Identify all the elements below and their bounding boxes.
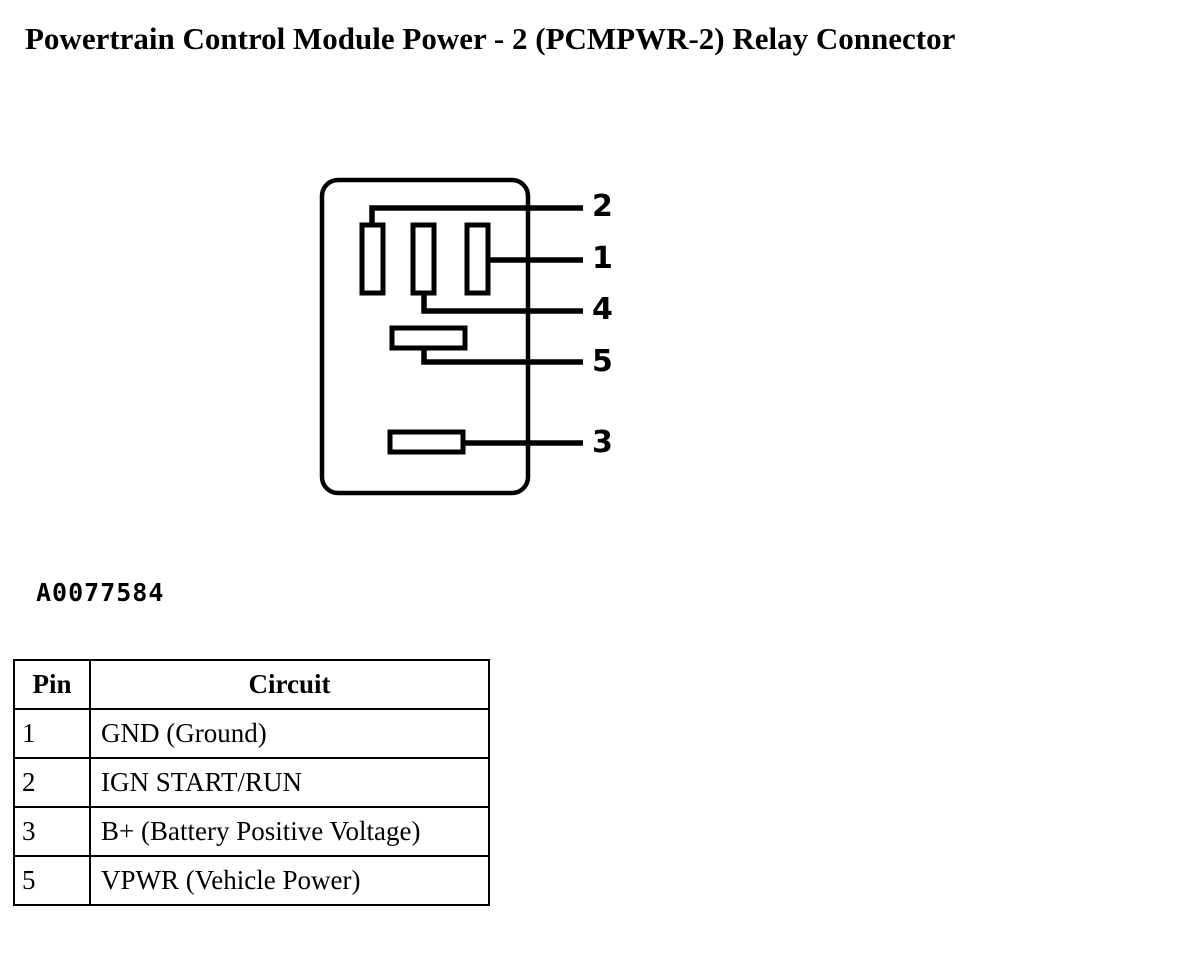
table-row: 2 IGN START/RUN — [13, 757, 490, 808]
cell-pin: 5 — [13, 855, 91, 906]
column-header-pin: Pin — [13, 659, 91, 710]
leader-line-pin-4 — [421, 292, 583, 314]
cell-circuit: B+ (Battery Positive Voltage) — [89, 806, 490, 857]
pin-callout-5: 5 — [592, 344, 613, 379]
cell-circuit: IGN START/RUN — [89, 757, 490, 808]
figure-reference-code: A0077584 — [36, 578, 165, 607]
terminal-blade-2 — [410, 222, 437, 296]
cell-circuit: VPWR (Vehicle Power) — [89, 855, 490, 906]
page-title: Powertrain Control Module Power - 2 (PCM… — [25, 21, 956, 56]
relay-connector-diagram: 2 1 4 5 3 — [0, 150, 700, 530]
terminal-blade-5 — [389, 325, 468, 351]
cell-pin: 2 — [13, 757, 91, 808]
table-row: 5 VPWR (Vehicle Power) — [13, 855, 490, 906]
terminal-blade-3-wide — [387, 429, 466, 455]
terminal-blade-1 — [359, 222, 386, 296]
cell-pin: 3 — [13, 806, 91, 857]
pin-callout-1: 1 — [592, 241, 613, 276]
terminal-blade-3 — [464, 222, 491, 296]
leader-line-pin-5 — [421, 348, 583, 365]
cell-circuit: GND (Ground) — [89, 708, 490, 759]
pin-callout-2: 2 — [592, 189, 613, 224]
pin-callout-3: 3 — [592, 425, 613, 460]
table-row: 1 GND (Ground) — [13, 708, 490, 759]
relay-body-outline — [319, 177, 531, 496]
table-row: 3 B+ (Battery Positive Voltage) — [13, 806, 490, 857]
column-header-circuit: Circuit — [89, 659, 490, 710]
pin-circuit-table: Pin Circuit 1 GND (Ground) 2 IGN START/R… — [13, 659, 490, 906]
cell-pin: 1 — [13, 708, 91, 759]
pin-callout-4: 4 — [592, 292, 613, 327]
table-header-row: Pin Circuit — [13, 659, 490, 710]
relay-connector-svg — [319, 177, 583, 496]
leader-line-pin-2 — [369, 205, 583, 227]
